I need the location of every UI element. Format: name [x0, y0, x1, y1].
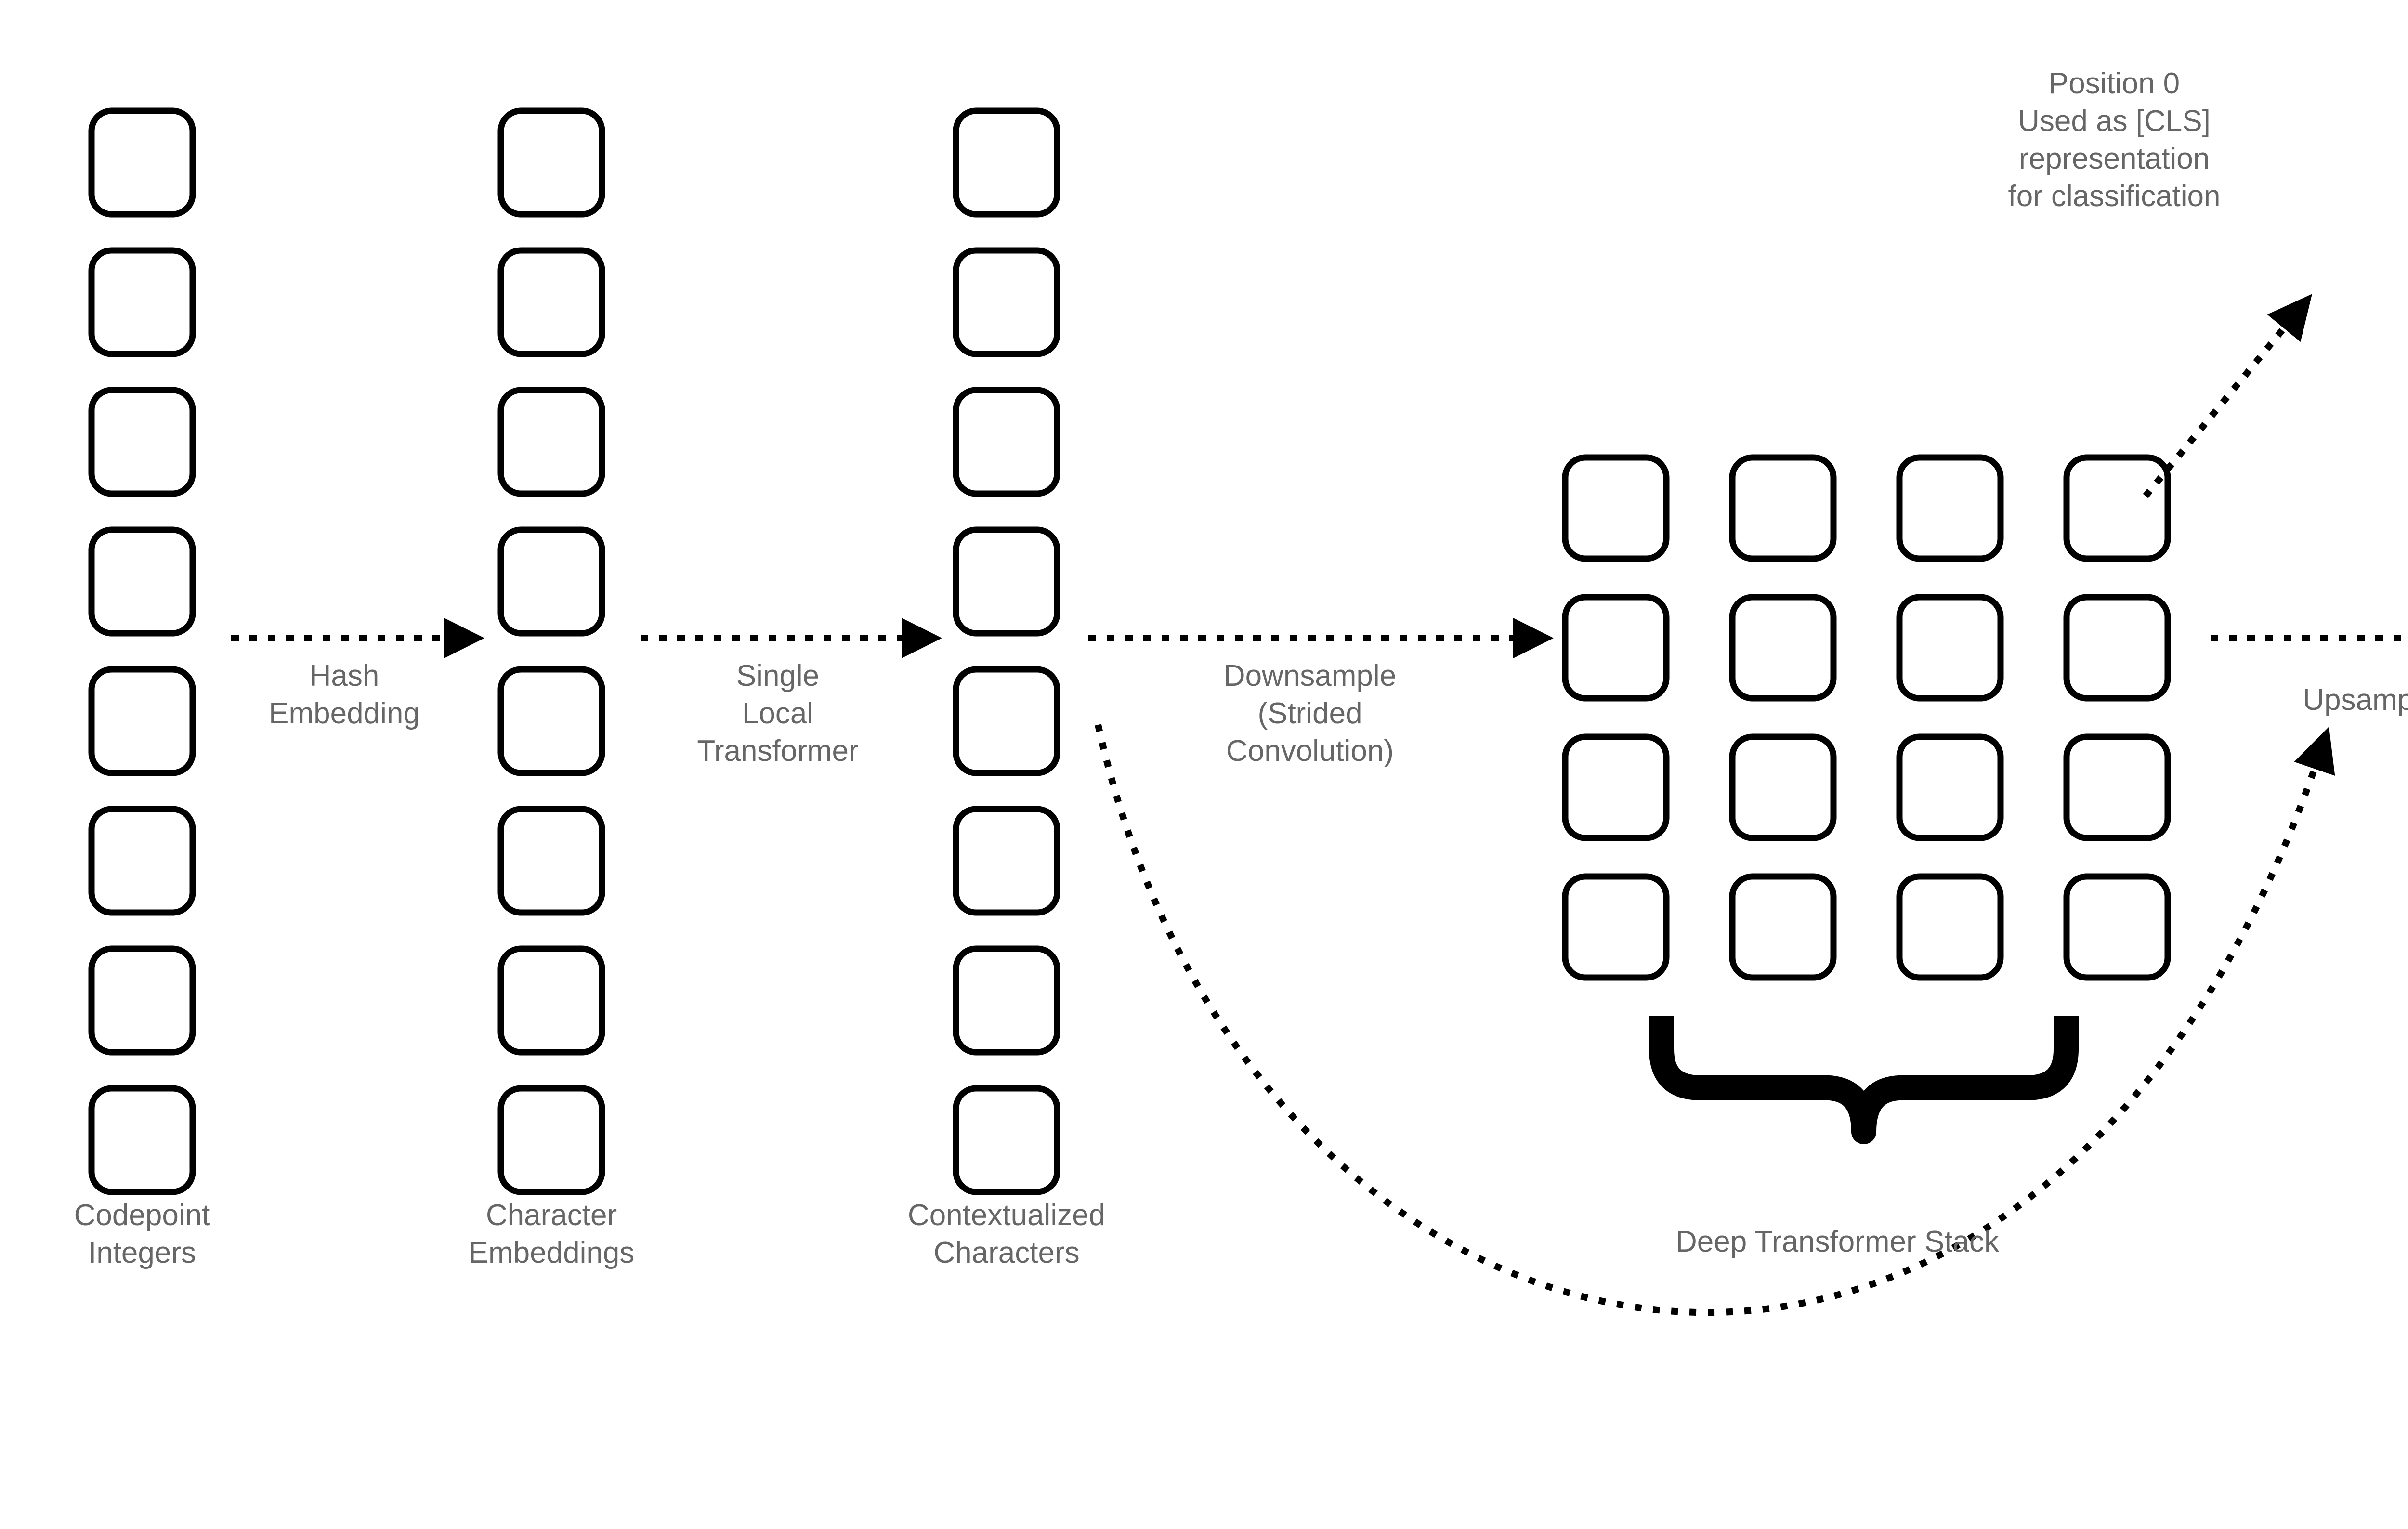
column-label-contextualized-characters: Contextualized Characters [907, 1199, 1106, 1269]
token-box [953, 1085, 1060, 1195]
annotation-cls-note: Position 0 Used as [CLS] representation … [2008, 67, 2221, 213]
transformer-cell [1896, 454, 2004, 562]
transformer-grid-group [1562, 454, 2171, 981]
token-box [497, 945, 605, 1056]
token-box [88, 945, 196, 1056]
column-label-codepoint-integers: Codepoint Integers [74, 1199, 210, 1269]
token-box [497, 806, 605, 916]
token-box [88, 806, 196, 916]
column-label-character-embeddings: Character Embeddings [468, 1199, 635, 1269]
token-box [88, 247, 196, 357]
token-box [953, 526, 1060, 637]
token-box [88, 666, 196, 776]
annotation-arrow-cls-note [2143, 294, 2312, 498]
transformer-cell [2063, 594, 2171, 702]
arrow-label-single-local-transformer: Single Local Transformer [697, 659, 859, 768]
arrow-label-hash-embedding: Hash Embedding [269, 659, 420, 730]
token-box [953, 806, 1060, 916]
arrow-label-upsampling: Upsampling [2303, 683, 2408, 717]
transformer-cell [1562, 454, 1670, 562]
token-box [953, 666, 1060, 776]
transformer-cell [1729, 454, 1837, 562]
token-box [497, 107, 605, 218]
transformer-cell [1729, 873, 1837, 981]
transformer-cell [1562, 733, 1670, 841]
token-box [953, 945, 1060, 1056]
token-box [497, 1085, 605, 1195]
curly-brace-icon [1649, 1016, 2079, 1144]
flow-arrows-group [231, 294, 2408, 658]
transformer-cell [1729, 594, 1837, 702]
token-box [88, 1085, 196, 1195]
token-box [953, 107, 1060, 218]
transformer-cell [2063, 873, 2171, 981]
stack-brace-group [1649, 1016, 2079, 1144]
transformer-cell [1896, 873, 2004, 981]
token-box [953, 247, 1060, 357]
token-box [953, 387, 1060, 497]
transformer-cell [1896, 594, 2004, 702]
transformer-cell [1729, 733, 1837, 841]
arrow-label-downsample-strided-convolution: Downsample (Strided Convolution) [1223, 659, 1397, 768]
token-box [497, 666, 605, 776]
transformer-cell [1562, 594, 1670, 702]
token-box [88, 107, 196, 218]
transformer-cell [1562, 873, 1670, 981]
token-box [497, 247, 605, 357]
grid-label-deep-transformer-stack: Deep Transformer Stack [1675, 1225, 1999, 1258]
token-box [497, 387, 605, 497]
transformer-cell [2063, 733, 2171, 841]
token-box [88, 387, 196, 497]
token-boxes-group [88, 107, 1060, 1195]
transformer-cell [2063, 454, 2171, 562]
token-box [497, 526, 605, 637]
transformer-cell [1896, 733, 2004, 841]
token-box [88, 526, 196, 637]
